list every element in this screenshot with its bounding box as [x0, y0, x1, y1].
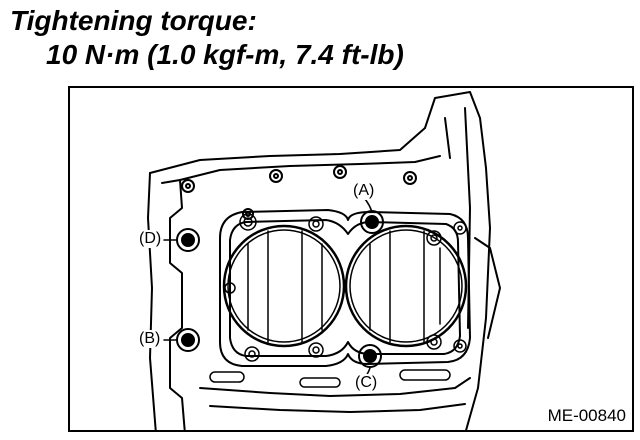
label-c: (C) [354, 374, 379, 392]
bolt-c [358, 344, 382, 368]
bolt-a [360, 210, 384, 234]
block-top-rail [179, 155, 441, 181]
cylinder-bore-right [344, 224, 468, 348]
lower-passages [209, 369, 451, 388]
right-rib-2 [444, 117, 451, 159]
gasket-bolt-holes [224, 213, 467, 362]
block-lower-edge [209, 403, 466, 413]
torque-heading: Tightening torque: 10 N·m (1.0 kgf-m, 7.… [10, 4, 404, 72]
torque-value: 10 N·m (1.0 kgf-m, 7.4 ft-lb) [46, 39, 404, 70]
top-bosses [181, 165, 417, 220]
cylinder-block-drawing [147, 91, 501, 430]
gasket-inner [229, 219, 461, 357]
label-a: (A) [352, 182, 376, 200]
label-b: (B) [138, 330, 162, 348]
title-text: Tightening torque: [10, 5, 257, 36]
block-left-side [147, 172, 157, 430]
block-left-flange [161, 179, 186, 430]
engine-block-diagram: (A) (D) (B) (C) ME-00840 [68, 86, 634, 432]
block-bottom-rail [199, 377, 471, 397]
figure-code: ME-00840 [547, 406, 626, 426]
label-d: (D) [138, 230, 163, 248]
cylinder-bore-left [222, 224, 346, 348]
bolt-b [176, 328, 200, 352]
block-casting-outline [149, 91, 491, 430]
gasket-outer [219, 209, 471, 367]
right-rib-3 [474, 237, 501, 339]
bolt-d [176, 228, 200, 252]
